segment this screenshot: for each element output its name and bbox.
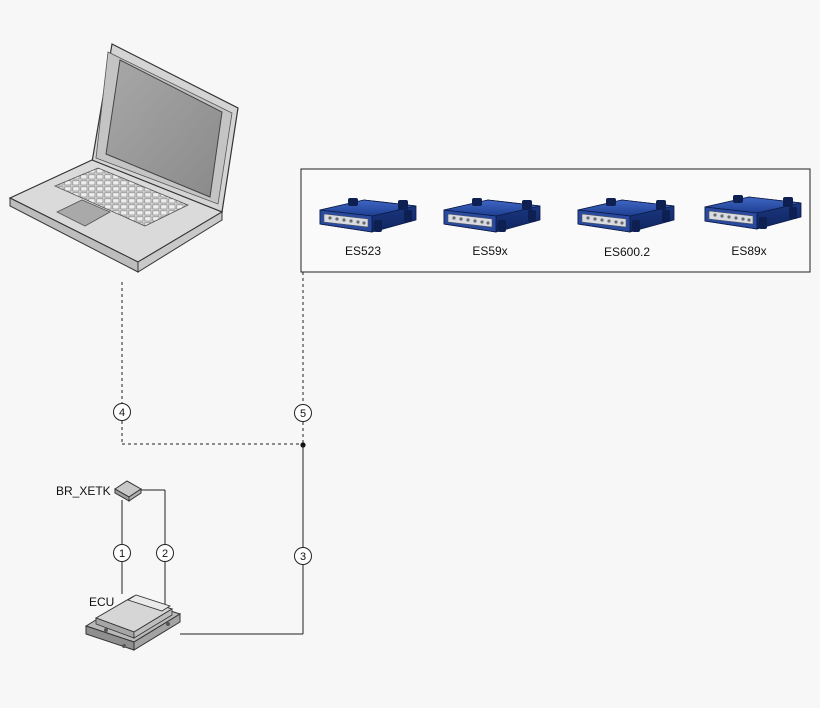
dashed-connections	[121, 272, 304, 445]
es59x-label: ES59x	[472, 244, 507, 258]
es523-label: ES523	[345, 244, 381, 258]
ecu-label: ECU	[89, 595, 114, 609]
br-xetk-label: BR_XETK	[56, 484, 111, 498]
br-xetk-icon	[114, 480, 142, 502]
connection-marker-2: 2	[156, 544, 174, 562]
solid-connections	[121, 445, 304, 635]
connection-marker-1: 1	[113, 544, 131, 562]
svg-text:3: 3	[300, 551, 306, 563]
svg-text:2: 2	[162, 548, 168, 560]
svg-text:4: 4	[119, 407, 125, 419]
es89x-label: ES89x	[731, 244, 766, 258]
svg-text:5: 5	[300, 408, 306, 420]
connection-marker-4: 4	[113, 403, 131, 421]
laptop-icon	[8, 43, 239, 273]
connection-marker-5: 5	[294, 404, 312, 422]
svg-text:1: 1	[119, 548, 125, 560]
ecu-icon	[84, 594, 182, 651]
es600-label: ES600.2	[604, 245, 650, 259]
connection-marker-3: 3	[294, 547, 312, 565]
